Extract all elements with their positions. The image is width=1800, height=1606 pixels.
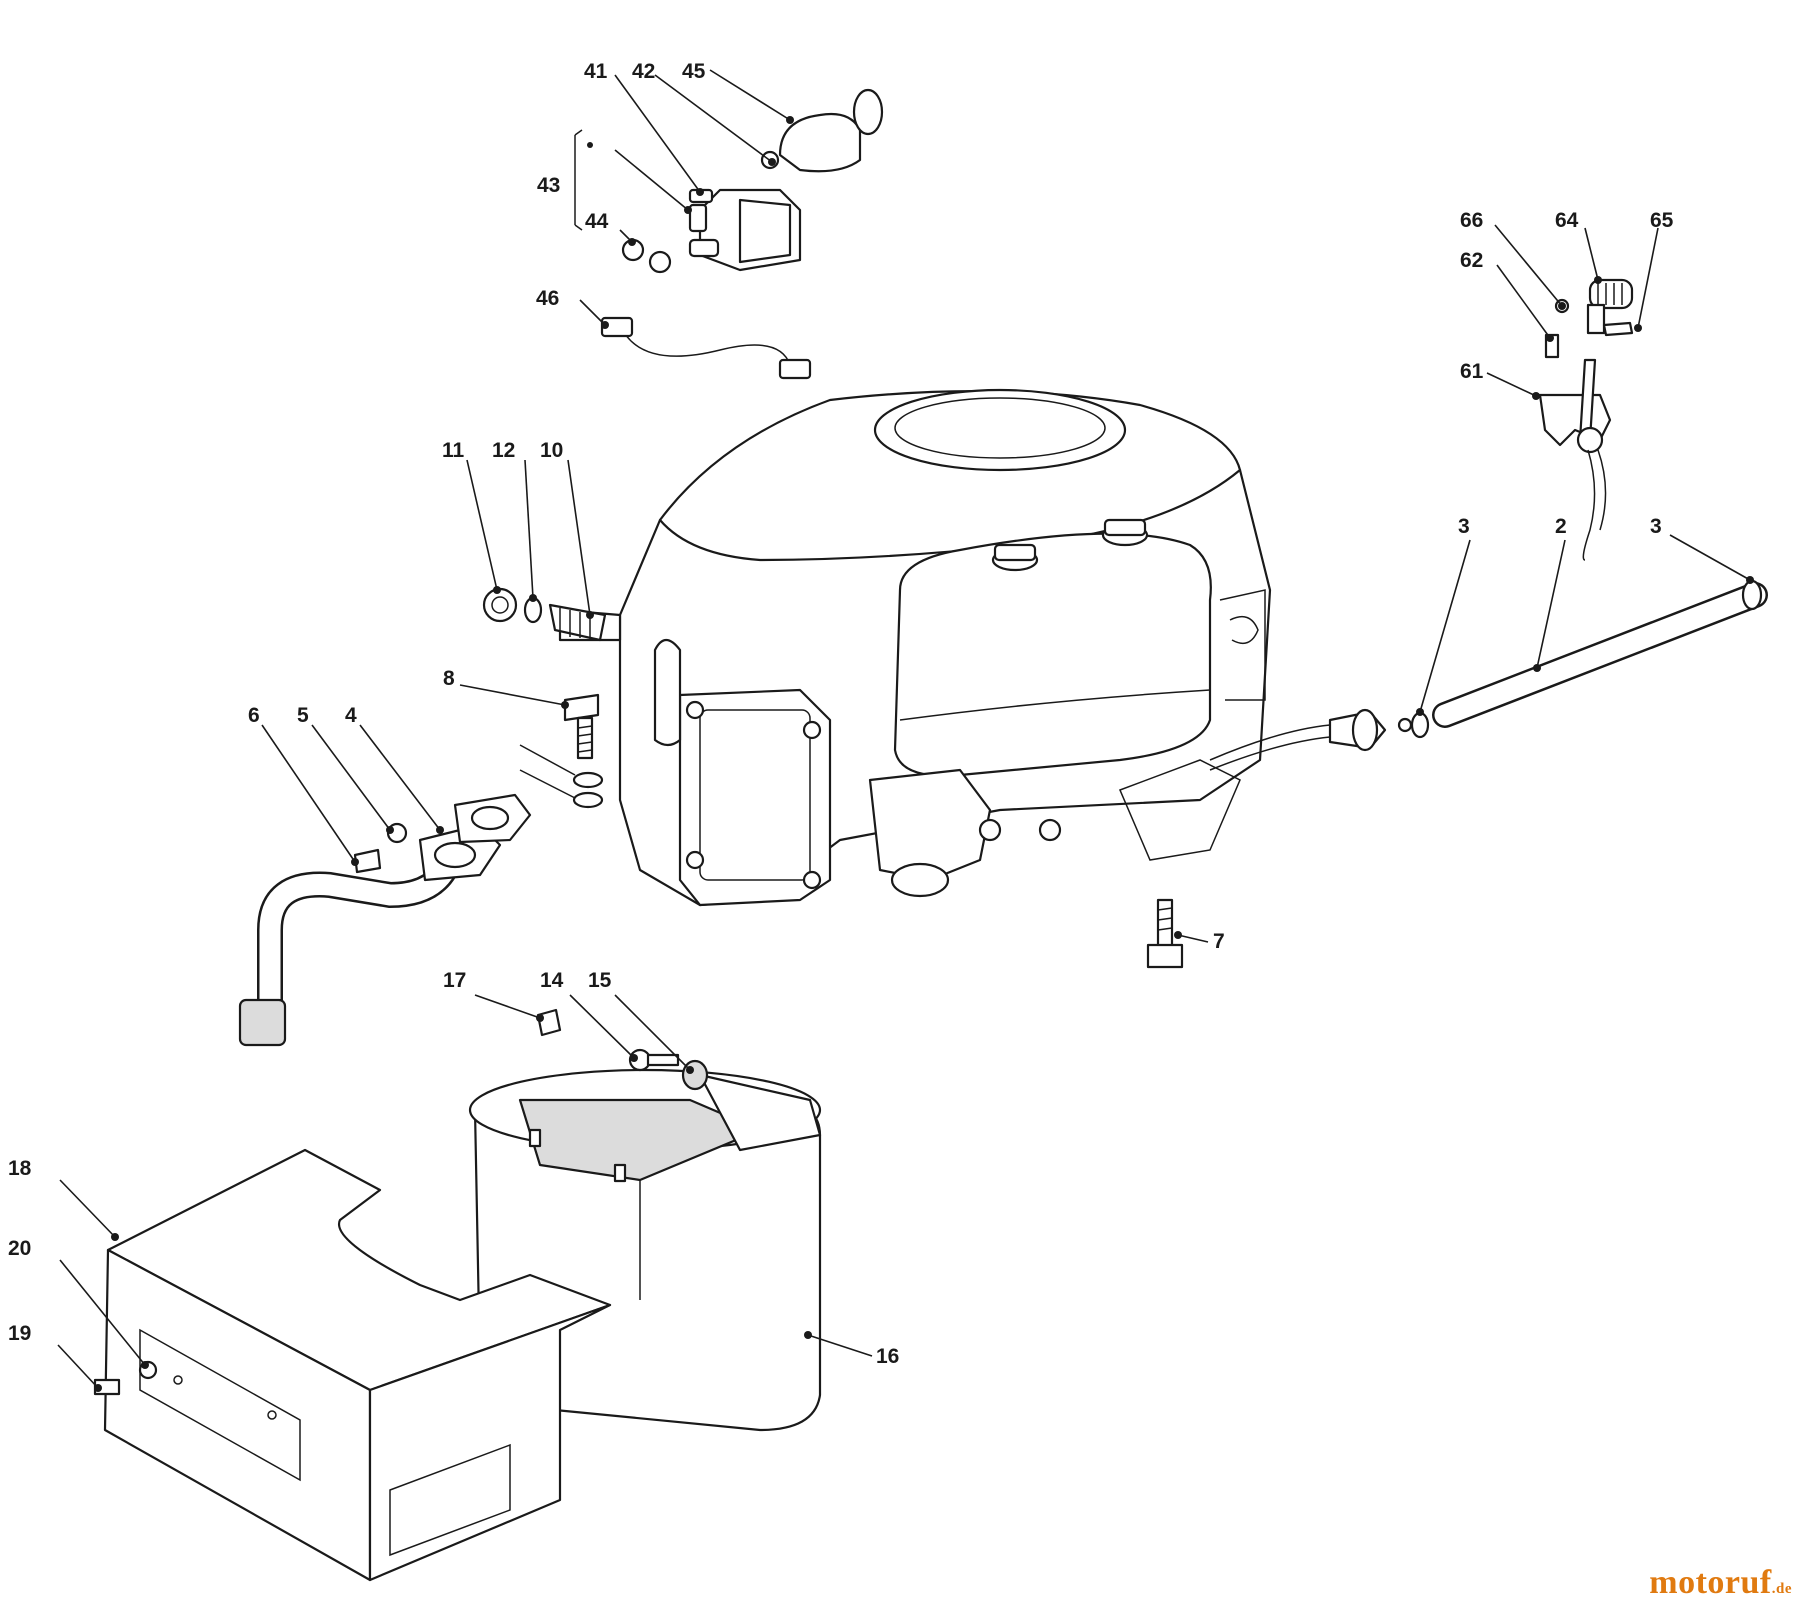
callout-16: 16 — [876, 1345, 899, 1368]
callout-11: 11 — [442, 439, 465, 462]
callout-4: 4 — [345, 704, 357, 727]
callout-3-left: 3 — [1458, 515, 1470, 538]
callout-65: 65 — [1650, 209, 1674, 232]
exhaust-pipe — [238, 793, 532, 1047]
callout-14: 14 — [540, 969, 564, 992]
callout-66: 66 — [1460, 209, 1483, 232]
callout-leaders — [57, 69, 1754, 1392]
callout-44: 44 — [585, 210, 609, 233]
engine — [558, 388, 1331, 907]
callout-6: 6 — [248, 704, 260, 727]
callout-46: 46 — [536, 287, 559, 310]
solenoid-assembly — [574, 88, 884, 380]
callout-18: 18 — [8, 1157, 32, 1180]
throttle-control — [1538, 278, 1634, 561]
callout-64: 64 — [1555, 209, 1579, 232]
callout-17: 17 — [443, 969, 466, 992]
callout-41: 41 — [584, 60, 608, 83]
watermark-logo: motoruf.de — [1649, 1564, 1792, 1602]
callout-15: 15 — [588, 969, 612, 992]
callout-45: 45 — [682, 60, 706, 83]
callout-20: 20 — [8, 1237, 31, 1260]
callout-labels: 41 42 45 43 44 46 66 64 65 62 61 11 12 1… — [8, 60, 1674, 1368]
callout-2: 2 — [1555, 515, 1567, 538]
heat-shield — [93, 1148, 612, 1582]
callout-61: 61 — [1460, 360, 1484, 383]
callout-7: 7 — [1213, 930, 1225, 953]
callout-5: 5 — [297, 704, 309, 727]
callout-19: 19 — [8, 1322, 31, 1345]
callout-42: 42 — [632, 60, 655, 83]
callout-62: 62 — [1460, 249, 1483, 272]
callout-3-right: 3 — [1650, 515, 1662, 538]
callout-43: 43 — [537, 174, 560, 197]
callout-10: 10 — [540, 439, 563, 462]
fuel-hose-assembly — [1328, 579, 1768, 752]
callout-12: 12 — [492, 439, 515, 462]
watermark-suffix: .de — [1771, 1581, 1792, 1597]
watermark-brand: motoruf — [1649, 1564, 1772, 1601]
bolt-7 — [1146, 898, 1184, 969]
callout-8: 8 — [443, 667, 455, 690]
bolt-and-washers — [519, 693, 604, 809]
